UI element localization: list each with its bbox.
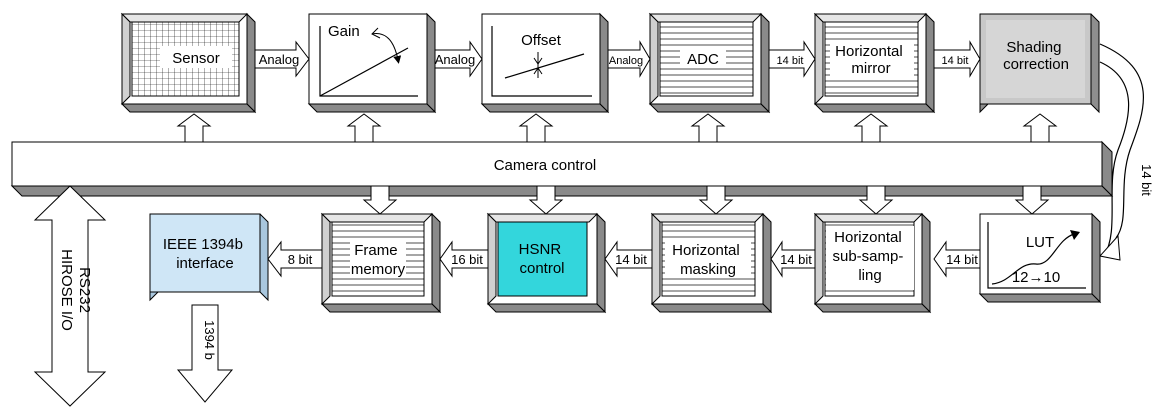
shading-correction-label: Shading correction [1003, 39, 1069, 73]
offset-label: Offset [521, 32, 562, 49]
shading-correction-block: Shading correction [979, 13, 1100, 114]
horizontal-subsampling-block: Horizontal sub-samp- ling [813, 212, 932, 314]
sensor-block: Sensor [120, 12, 257, 114]
control-arrow-gain [346, 113, 382, 143]
lut-conversion-label: 12→10 [1012, 269, 1060, 286]
hsnr-control-block: HSNR control [486, 212, 607, 314]
offset-axes [491, 26, 592, 97]
control-arrow-adc [690, 113, 726, 143]
control-arrow-sensor [176, 113, 212, 143]
hsnr-control-label: HSNR control [519, 241, 566, 277]
adc-label: ADC [687, 51, 719, 68]
lut-curve-icon [991, 233, 1075, 285]
control-arrows-up [176, 113, 1058, 143]
adc-block: ADC [648, 12, 771, 114]
top-flow-arrows [254, 40, 981, 78]
ieee-interface-label: IEEE 1394b interface [163, 236, 247, 272]
label-mirror-to-shading: 14 bit [942, 55, 969, 67]
label-masking-to-hsnr: 14 bit [615, 252, 647, 267]
camera-control-bar: Camera control [10, 140, 1114, 198]
arrow-frame-to-ieee [267, 240, 323, 278]
control-arrow-hsnr [528, 185, 564, 215]
arrow-subsampling-to-masking [770, 240, 816, 278]
horizontal-masking-label: Horizontal masking [672, 242, 744, 278]
rs232-label: RS232 [76, 267, 93, 313]
label-gain-to-offset: Analog [435, 52, 475, 67]
lut-label: LUT [1026, 234, 1054, 251]
lut-block: LUT 12→10 [978, 212, 1102, 304]
gain-block: Gain [307, 12, 437, 114]
label-lut-to-subsampling: 14 bit [946, 252, 978, 267]
frame-memory-block: Frame memory [320, 212, 442, 314]
arrow-lut-to-subsampling [933, 240, 981, 278]
arrow-gain-to-offset [434, 40, 483, 78]
sensor-label: Sensor [172, 50, 220, 67]
control-arrow-subsampling [858, 185, 894, 215]
ieee-output-arrow: 1394 b [176, 304, 234, 403]
ieee-1394b-interface-block: IEEE 1394b interface [149, 213, 269, 302]
camera-control-label: Camera control [494, 157, 597, 174]
arrow-offset-to-adc [607, 40, 651, 78]
offset-block: Offset [480, 12, 610, 114]
label-sensor-to-gain: Analog [259, 52, 299, 67]
gain-label: Gain [328, 23, 360, 40]
control-arrows-down [362, 185, 1050, 215]
label-ieee-out: 1394 b [202, 320, 217, 360]
horizontal-mirror-label: Horizontal mirror [835, 43, 907, 77]
horizontal-mirror-block: Horizontal mirror [813, 12, 936, 114]
gain-curve-arrow-icon [371, 33, 402, 64]
arrow-hsnr-to-frame [439, 240, 489, 278]
control-arrow-shading [1022, 113, 1058, 143]
lut-axes [987, 222, 1086, 289]
arrow-sensor-to-gain [254, 40, 310, 78]
label-subsampling-to-masking: 14 bit [780, 252, 812, 267]
hirose-io-label: HIROSE I/O [58, 249, 75, 331]
offset-line [504, 53, 585, 79]
frame-memory-label: Frame memory [351, 242, 406, 278]
label-shading-to-lut: 14 bit [1139, 164, 1154, 196]
arrow-masking-to-hsnr [604, 240, 653, 278]
control-arrow-frame-memory [362, 185, 398, 215]
control-arrow-lut [1014, 185, 1050, 215]
horizontal-subsampling-label: Horizontal sub-samp- ling [832, 229, 907, 284]
label-adc-to-mirror: 14 bit [777, 55, 804, 67]
horizontal-masking-block: Horizontal masking [650, 212, 773, 314]
control-arrow-offset [518, 113, 554, 143]
label-hsnr-to-frame: 16 bit [451, 252, 483, 267]
bottom-flow-arrows [267, 240, 981, 278]
arrow-adc-to-mirror [768, 40, 816, 78]
control-arrow-mirror [853, 113, 889, 143]
control-arrow-masking [698, 185, 734, 215]
label-frame-to-ieee: 8 bit [288, 252, 313, 267]
shading-to-lut-arrow: 14 bit [1099, 43, 1154, 261]
label-offset-to-adc: Analog [609, 55, 643, 67]
arrow-mirror-to-shading [933, 40, 981, 78]
hirose-io-arrow: HIROSE I/O RS232 [33, 185, 107, 407]
